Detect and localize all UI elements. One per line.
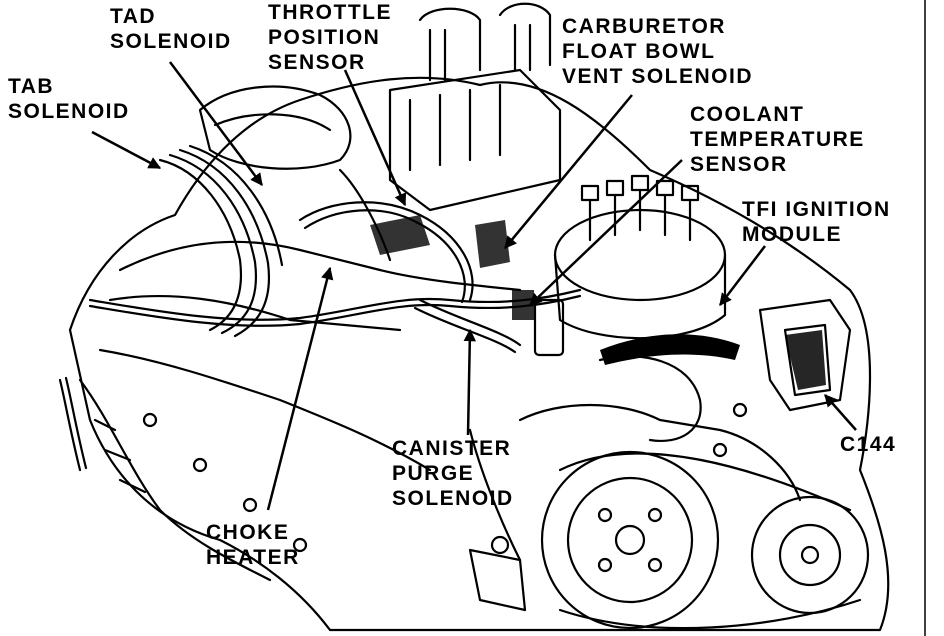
callout-choke-heater: CHOKE HEATER xyxy=(206,520,300,570)
callout-line: TEMPERATURE xyxy=(690,128,865,151)
callout-line: HEATER xyxy=(206,546,300,569)
c144-leader xyxy=(824,394,857,431)
callout-line: PURGE xyxy=(392,462,475,485)
callout-line: SOLENOID xyxy=(110,30,232,53)
tps-connector-shading xyxy=(370,215,430,255)
callout-carburetor-float-bowl-vent-solenoid: CARBURETOR FLOAT BOWL VENT SOLENOID xyxy=(562,14,753,89)
callout-line: SOLENOID xyxy=(392,487,514,510)
callout-tad-solenoid: TAD SOLENOID xyxy=(110,4,232,54)
callout-tab-solenoid: TAB SOLENOID xyxy=(8,74,130,124)
coolant-temperature-sensor-leader xyxy=(529,159,683,306)
tfi-module-shading xyxy=(785,330,826,390)
carburetor-float-bowl-vent-solenoid-leader xyxy=(504,94,633,249)
callout-line: SENSOR xyxy=(690,153,788,176)
callout-line: C144 xyxy=(840,433,897,456)
callout-line: MODULE xyxy=(742,223,842,246)
callout-line: VENT SOLENOID xyxy=(562,65,754,88)
leader-lines xyxy=(91,61,857,511)
choke-heater-leader xyxy=(266,266,334,511)
callout-c144: C144 xyxy=(840,432,896,457)
callout-line: TAB xyxy=(8,75,55,98)
throttle-position-sensor-leader xyxy=(343,69,407,207)
callout-line: POSITION xyxy=(268,26,381,49)
callout-line: COOLANT xyxy=(690,103,805,126)
tfi-ignition-module-leader xyxy=(719,245,766,306)
ignition-harness-shading xyxy=(600,334,740,365)
float-bowl-solenoid-shading xyxy=(475,220,510,268)
callout-line: THROTTLE xyxy=(268,1,392,24)
callout-line: CARBURETOR xyxy=(562,15,726,38)
tad-solenoid-leader xyxy=(168,61,264,187)
tab-solenoid-leader xyxy=(91,130,162,170)
coolant-sensor-shading xyxy=(512,290,534,320)
callout-line: CHOKE xyxy=(206,521,290,544)
callout-tfi-ignition-module: TFI IGNITION MODULE xyxy=(742,197,891,247)
engine-block-outline xyxy=(58,0,926,636)
callout-line: CANISTER xyxy=(392,437,512,460)
callout-throttle-position-sensor: THROTTLE POSITION SENSOR xyxy=(268,0,392,75)
callout-line: SOLENOID xyxy=(8,100,130,123)
callout-coolant-temperature-sensor: COOLANT TEMPERATURE SENSOR xyxy=(690,102,865,177)
callout-canister-purge-solenoid: CANISTER PURGE SOLENOID xyxy=(392,436,514,511)
shaded-components xyxy=(370,215,826,390)
callout-line: FLOAT BOWL xyxy=(562,40,716,63)
callout-line: SENSOR xyxy=(268,51,366,74)
callout-line: TAD xyxy=(110,5,157,28)
callout-line: TFI IGNITION xyxy=(742,198,891,221)
canister-purge-solenoid-leader xyxy=(463,328,477,436)
